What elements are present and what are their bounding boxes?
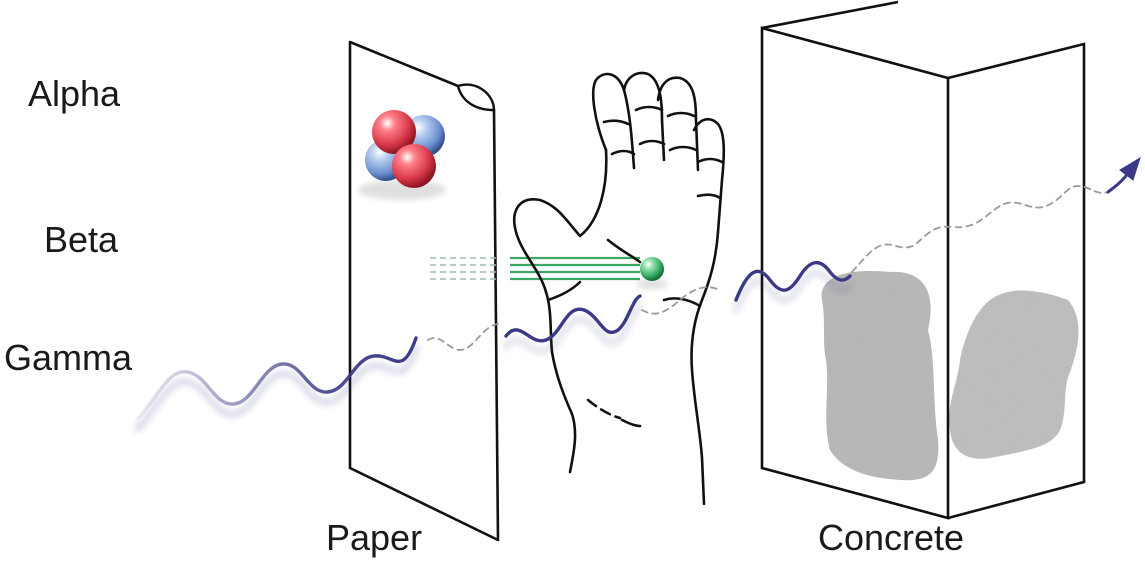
paper-label: Paper: [326, 517, 423, 558]
alpha-beams: [153, 120, 362, 178]
beta-particle: [636, 257, 668, 289]
gamma-label: Gamma: [4, 337, 133, 378]
hand-outline: [513, 71, 726, 506]
beta-label: Beta: [44, 219, 119, 260]
concrete-texture-side: [949, 290, 1079, 459]
concrete-texture-front: [821, 270, 939, 481]
alpha-particle: [358, 110, 446, 200]
concrete-label: Concrete: [818, 517, 965, 558]
concrete-block: [760, 0, 1086, 520]
alpha-label: Alpha: [28, 73, 121, 114]
gamma-arrow-head: [1119, 156, 1141, 181]
paper-curl: [456, 83, 496, 112]
gamma-wave: [134, 156, 1141, 432]
beta-beams: [155, 256, 640, 281]
